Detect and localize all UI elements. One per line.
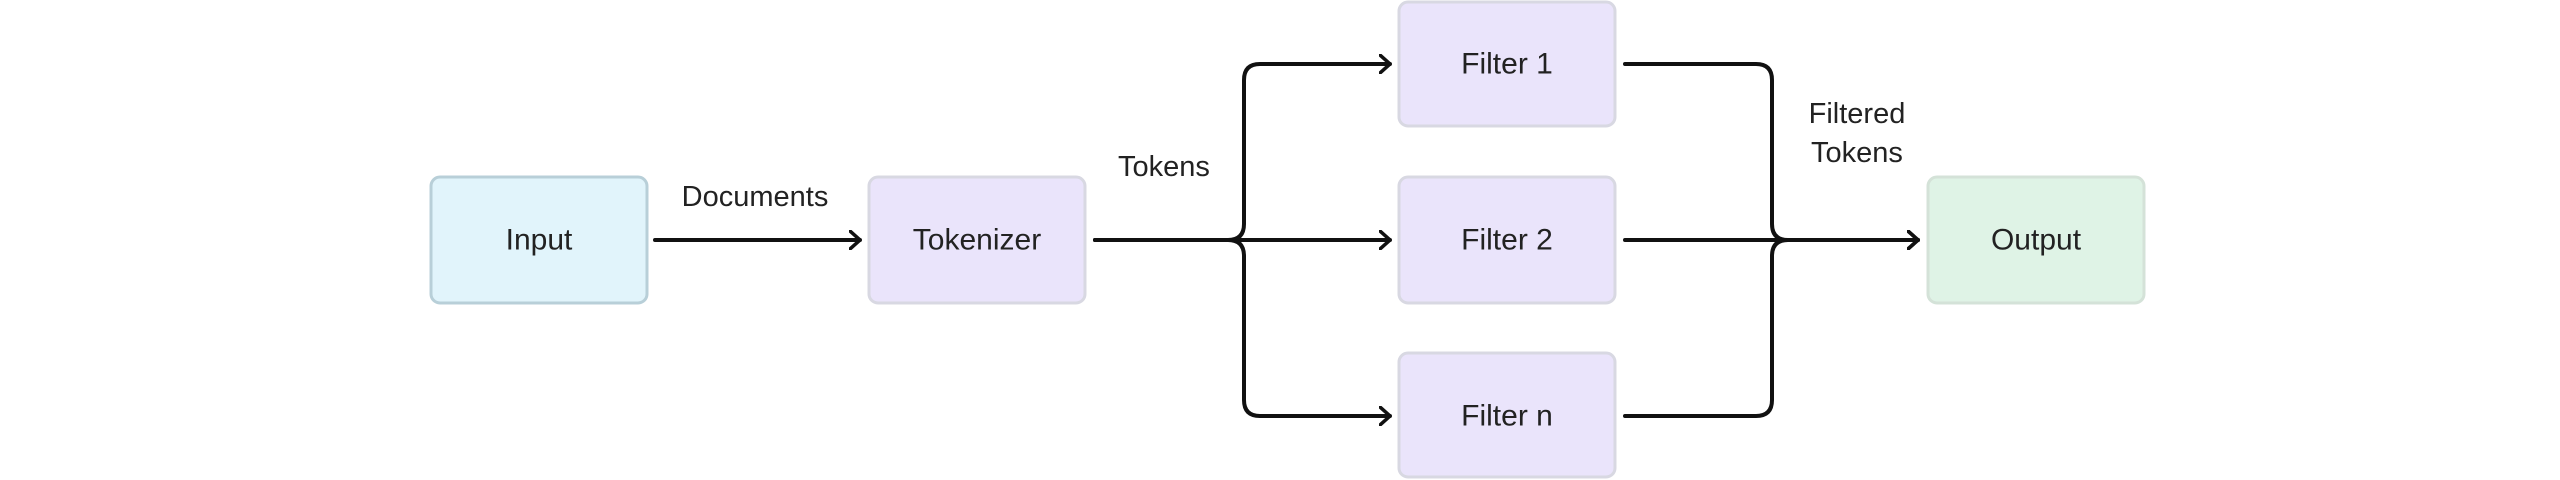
- node-input-box: [429, 175, 649, 305]
- node-filter-n-box: [1397, 351, 1617, 479]
- edge-tokenizer-to-filters: [1093, 64, 1392, 416]
- node-filter-n: Filter n: [1397, 351, 1617, 479]
- node-output-label: Output: [1991, 224, 2082, 257]
- edge-tokenizer-to-filter-n: [1093, 238, 1392, 416]
- edge-label-tokens: Tokens: [1118, 151, 1210, 183]
- node-filter-2-label: Filter 2: [1461, 224, 1553, 257]
- node-filter-2-box: [1397, 175, 1617, 305]
- node-filter-1-box: [1397, 0, 1617, 128]
- node-filter-1-label: Filter 1: [1461, 48, 1553, 81]
- edge-label-filtered-tokens-line1: Filtered: [1809, 98, 1906, 130]
- node-input-label: Input: [506, 224, 573, 257]
- node-filter-n-label: Filter n: [1461, 400, 1553, 433]
- edge-filters-to-output: [1623, 62, 1920, 418]
- node-output-box: [1926, 175, 2146, 305]
- edge-label-filtered-tokens-line2: Tokens: [1811, 137, 1903, 169]
- node-tokenizer-label: Tokenizer: [913, 224, 1041, 257]
- edge-label-documents: Documents: [682, 181, 829, 213]
- edge-filter-n-to-output: [1623, 240, 1920, 418]
- node-output: Output: [1926, 175, 2146, 305]
- node-tokenizer: Tokenizer: [867, 175, 1087, 305]
- node-tokenizer-box: [867, 175, 1087, 305]
- node-filter-1: Filter 1: [1397, 0, 1617, 128]
- node-filter-2: Filter 2: [1397, 175, 1617, 305]
- node-input: Input: [429, 175, 649, 305]
